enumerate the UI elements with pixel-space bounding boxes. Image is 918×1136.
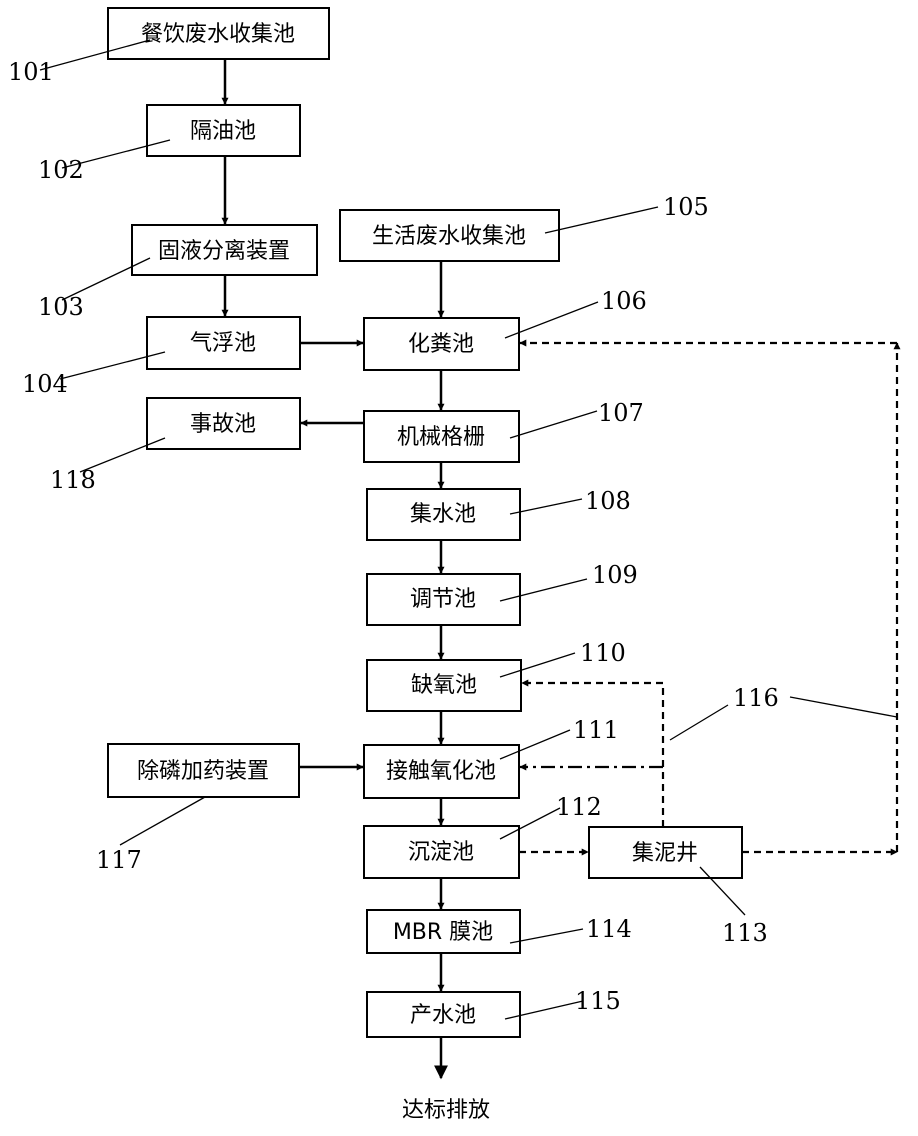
box-113: 集泥井 — [588, 826, 743, 879]
box-111-label: 接触氧化池 — [386, 759, 496, 784]
box-114: MBR 膜池 — [366, 909, 521, 954]
box-111: 接触氧化池 — [363, 744, 520, 799]
box-104-label: 气浮池 — [190, 331, 256, 356]
ref-117: 117 — [96, 846, 142, 874]
leader-lines — [39, 39, 898, 1020]
ref-109: 109 — [592, 561, 638, 589]
ref-118: 118 — [50, 466, 96, 494]
box-117-label: 除磷加药装置 — [137, 759, 269, 784]
ref-114: 114 — [586, 915, 632, 943]
box-107: 机械格栅 — [363, 410, 520, 463]
ref-113: 113 — [722, 919, 768, 947]
box-105: 生活废水收集池 — [339, 209, 560, 262]
box-110: 缺氧池 — [366, 659, 522, 712]
box-103-label: 固液分离装置 — [158, 239, 290, 264]
ref-103: 103 — [38, 293, 84, 321]
ref-108: 108 — [585, 487, 631, 515]
ref-110: 110 — [580, 639, 626, 667]
box-106: 化粪池 — [363, 317, 520, 371]
box-108: 集水池 — [366, 488, 521, 541]
box-115-label: 产水池 — [410, 1003, 476, 1028]
box-112-label: 沉淀池 — [408, 840, 474, 865]
output-label: 达标排放 — [402, 1098, 490, 1123]
box-109: 调节池 — [366, 573, 521, 626]
box-103: 固液分离装置 — [131, 224, 318, 276]
ref-111: 111 — [573, 716, 619, 744]
box-118-label: 事故池 — [190, 412, 256, 437]
ref-101: 101 — [8, 58, 54, 86]
ref-116: 116 — [733, 684, 779, 712]
box-106-label: 化粪池 — [408, 332, 474, 357]
box-113-label: 集泥井 — [632, 841, 698, 866]
arrow-113-110 — [521, 679, 665, 827]
ref-105: 105 — [663, 193, 709, 221]
ref-104: 104 — [22, 370, 68, 398]
ref-115: 115 — [575, 987, 621, 1015]
box-102: 隔油池 — [146, 104, 301, 157]
box-107-label: 机械格栅 — [397, 425, 485, 450]
ref-106: 106 — [601, 287, 647, 315]
ref-107: 107 — [598, 399, 644, 427]
box-112: 沉淀池 — [363, 825, 520, 879]
box-105-label: 生活废水收集池 — [372, 224, 526, 249]
box-110-label: 缺氧池 — [411, 673, 477, 698]
box-108-label: 集水池 — [410, 502, 476, 527]
box-115: 产水池 — [366, 991, 521, 1038]
box-101-label: 餐饮废水收集池 — [141, 22, 295, 47]
ref-112: 112 — [556, 793, 602, 821]
box-104: 气浮池 — [146, 316, 301, 370]
box-109-label: 调节池 — [410, 587, 476, 612]
ref-102: 102 — [38, 156, 84, 184]
box-117: 除磷加药装置 — [107, 743, 300, 798]
box-118: 事故池 — [146, 397, 301, 450]
box-114-label: MBR 膜池 — [393, 920, 493, 945]
box-102-label: 隔油池 — [190, 119, 256, 144]
box-101: 餐饮废水收集池 — [107, 7, 330, 60]
